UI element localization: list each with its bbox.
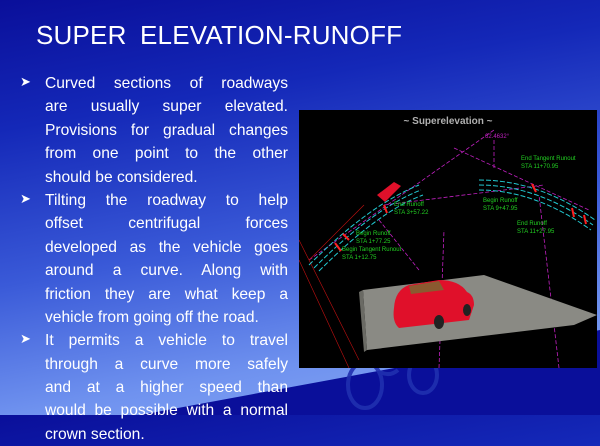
svg-text:Begin Tangent Runout: Begin Tangent Runout — [342, 247, 402, 253]
bullet-item: ➤ It permits a vehicle to travel through… — [20, 329, 288, 446]
bullet-line: Tilting the roadway to help — [45, 191, 288, 209]
svg-text:STA 9+47.95: STA 9+47.95 — [483, 206, 518, 212]
bullet-line: and at a higher speed than — [45, 379, 288, 397]
roadway-curve — [308, 179, 596, 272]
bullet-line: from one point to the other — [45, 145, 288, 163]
angle-label: 62.4632° — [485, 134, 510, 140]
edge-lines — [299, 204, 365, 368]
svg-text:Begin Runoff: Begin Runoff — [483, 198, 518, 204]
svg-text:STA 1+12.75: STA 1+12.75 — [342, 255, 377, 261]
arrowhead-bullet-icon: ➤ — [20, 190, 31, 206]
station-labels: End Tangent Runout STA 11+70.95 Begin Ru… — [342, 156, 576, 261]
bullet-line: crown section. — [45, 425, 145, 443]
bullet-line: should be considered. — [45, 168, 198, 186]
bullet-item: ➤ Curved sections of roadways are usuall… — [20, 72, 288, 189]
bullet-line: It permits a vehicle to travel — [45, 332, 288, 350]
bullet-line: are usually super elevated. — [45, 98, 288, 116]
figure-heading: ~ Superelevation ~ — [404, 116, 493, 127]
svg-text:End Runoff: End Runoff — [394, 202, 424, 208]
bullet-line: friction they are what keep a — [45, 285, 288, 303]
arrowhead-bullet-icon: ➤ — [20, 331, 31, 347]
bullet-line: around a curve. Along with — [45, 262, 288, 280]
svg-text:End Runoff: End Runoff — [517, 221, 547, 227]
bullet-line: vehicle from going off the road. — [45, 308, 259, 326]
bullet-item: ➤ Tilting the roadway to help offset cen… — [20, 189, 288, 329]
bullet-list: ➤ Curved sections of roadways are usuall… — [20, 70, 288, 446]
slide-title: SUPER ELEVATION-RUNOFF — [36, 20, 403, 50]
bullet-line: Provisions for gradual changes — [45, 121, 288, 139]
runoff-markers — [334, 183, 587, 252]
svg-text:STA 1+77.25: STA 1+77.25 — [356, 239, 391, 245]
bullet-line: offset centrifugal forces — [45, 215, 288, 233]
svg-text:Begin Runoff: Begin Runoff — [356, 231, 391, 237]
bullet-line: through a curve more safely — [45, 355, 288, 373]
svg-text:STA 3+57.22: STA 3+57.22 — [394, 210, 429, 216]
superelevation-figure: ~ Superelevation ~ 62.4632° — [299, 110, 597, 368]
bullet-line: would be possible with a normal — [45, 402, 288, 420]
bullet-line: Curved sections of roadways — [45, 75, 288, 92]
arrowhead-bullet-icon: ➤ — [20, 74, 31, 89]
bullet-line: developed as the vehicle goes — [45, 238, 288, 256]
red-car-icon — [393, 280, 474, 329]
small-car-icon — [377, 182, 401, 202]
svg-text:STA 11+27.95: STA 11+27.95 — [517, 229, 555, 235]
svg-text:STA 11+70.95: STA 11+70.95 — [521, 164, 559, 170]
svg-text:End Tangent Runout: End Tangent Runout — [521, 156, 576, 162]
